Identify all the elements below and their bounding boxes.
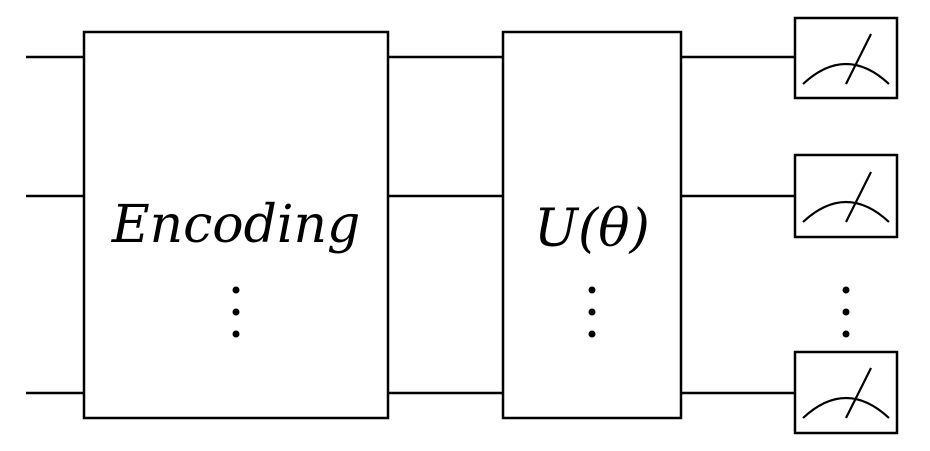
meter-arc-icon <box>802 201 890 223</box>
measurement-meter-2 <box>793 153 899 239</box>
unitary-vertical-ellipsis <box>588 286 596 338</box>
ellipsis-dot <box>232 330 240 338</box>
ellipsis-dot <box>588 308 596 316</box>
meter-needle-icon <box>845 171 872 223</box>
meter-arc-icon <box>802 397 890 419</box>
meter-needle-icon <box>845 367 872 419</box>
ellipsis-dot <box>842 330 850 338</box>
ellipsis-dot <box>842 286 850 294</box>
unitary-gate-label: U(θ) <box>534 199 650 259</box>
meter-arc-icon <box>802 63 890 85</box>
ellipsis-dot <box>588 286 596 294</box>
measurement-meter-3 <box>793 350 899 435</box>
ellipsis-dot <box>842 308 850 316</box>
unitary-gate-box <box>501 30 683 420</box>
meter-needle-icon <box>845 33 872 85</box>
measurement-meter-1 <box>793 16 899 100</box>
meter-box <box>793 350 899 435</box>
ellipsis-dot <box>232 308 240 316</box>
encoding-gate-box <box>82 30 390 420</box>
meter-box <box>793 153 899 239</box>
meter-box <box>793 16 899 100</box>
unitary-gate: U(θ) <box>501 30 683 420</box>
qubit-wires <box>26 55 795 395</box>
encoding-vertical-ellipsis <box>232 286 240 338</box>
encoding-gate-label: Encoding <box>111 195 361 255</box>
ellipsis-dot <box>588 330 596 338</box>
measurement-vertical-ellipsis <box>842 286 850 338</box>
encoding-gate: Encoding <box>82 30 390 420</box>
ellipsis-dot <box>232 286 240 294</box>
